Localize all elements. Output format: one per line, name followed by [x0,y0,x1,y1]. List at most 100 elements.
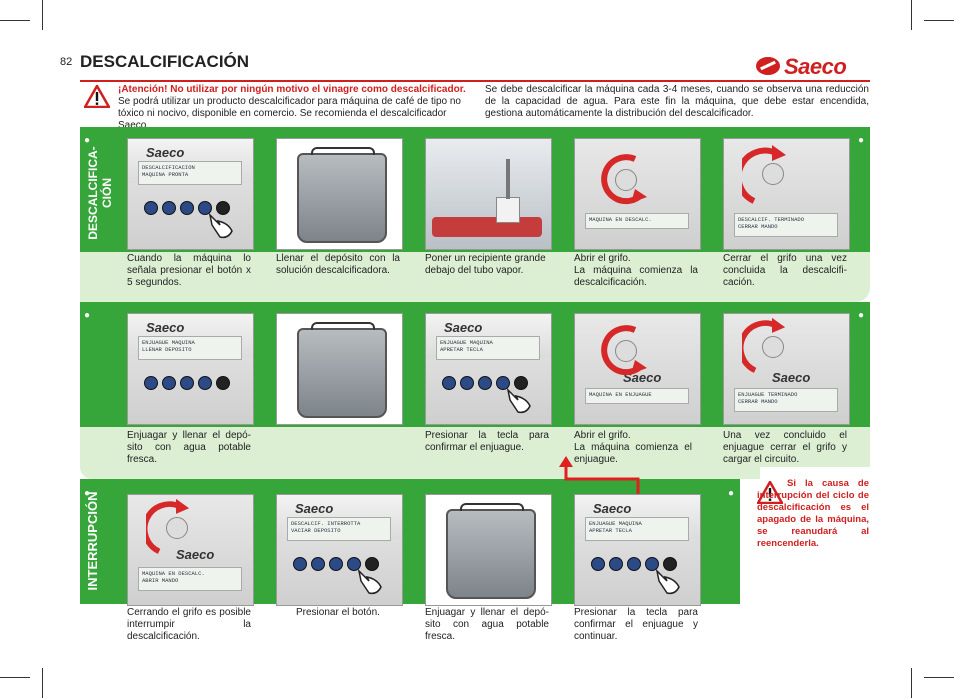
button-row [442,376,532,390]
lcd-line: APRETAR TECLA [440,346,483,353]
water-tank-icon [297,322,387,418]
lcd-line: APRETAR TECLA [589,527,632,534]
hand-press-icon [357,568,382,595]
step-caption: Cerrando el grifo es posible interrumpir… [127,607,251,642]
crop-mark [911,0,912,30]
header-rule [80,80,870,82]
knob-icon [762,163,784,185]
crop-mark [911,668,912,698]
step-caption: Abrir el grifo. La máquina comienza el e… [574,430,692,465]
warning-block: ¡Atención! No utilizar por ningún motivo… [118,84,466,132]
page-title: DESCALCIFICACIÓN [80,52,250,71]
lcd-display: DESCALCIF. INTERROTTA VACIAR DEPOSITO [287,517,391,541]
lcd-line: DESCALCIFICACION [142,164,195,171]
drip-tray-icon [432,217,542,237]
row-label-bar [80,127,122,252]
step-photo-water-tank [276,138,403,250]
step-caption: Cuando la máquina lo señala presionar el… [127,253,251,288]
step-photo-control-panel: Saeco ENJUAGUE MAQUINA LLENAR DEPOSITO [127,313,254,425]
crop-mark [42,668,43,698]
lcd-display: MAQUINA EN DESCALC. ABRIR MANDO [138,567,242,591]
button-row [144,201,234,215]
lcd-line: ENJUAGUE TERMINADO [738,391,798,398]
lcd-line: DESCALCIF. TERMINADO [738,216,805,223]
brand-mark: Saeco [146,320,185,335]
perforation-dot: ● [858,135,865,146]
lcd-display: ENJUAGUE TERMINADO CERRAR MANDO [734,388,838,412]
hand-press-icon [655,568,680,595]
lcd-line: ABRIR MANDO [142,577,179,584]
warning-body: Se podrá utilizar un producto descalcifi… [118,96,461,131]
step-photo-knob-open: MAQUINA EN DESCALC. [574,138,701,250]
step-photo-control-panel: Saeco ENJUAGUE MAQUINA APRETAR TECLA [574,494,701,606]
step-caption: Presionar el botón. [296,607,380,618]
button-row [591,557,681,571]
knob-icon [615,340,637,362]
brand-mark: Saeco [593,501,632,516]
hand-press-icon [506,387,531,414]
lcd-line: DESCALCIF. INTERROTTA [291,520,361,527]
warning-title: ¡Atención! No utilizar por ningún motivo… [118,84,466,95]
lcd-line: MAQUINA EN DESCALC. [142,570,205,577]
step-photo-control-panel: Saeco ENJUAGUE MAQUINA APRETAR TECLA [425,313,552,425]
rotate-clockwise-arrow-icon [742,145,786,204]
crop-mark [0,20,30,21]
knob-icon [166,517,188,539]
lcd-display: ENJUAGUE MAQUINA APRETAR TECLA [436,336,540,360]
knob-icon [762,336,784,358]
step-caption: Una vez concluido el enjuague cerrar el … [723,430,847,465]
step-photo-steam-cup [425,138,552,250]
ribbon-connector [80,288,870,302]
brand-mark: Saeco [295,501,334,516]
saeco-logo-mark [756,57,780,75]
step-photo-knob-close: Saeco ENJUAGUE TERMINADO CERRAR MANDO [723,313,850,425]
perforation-dot: ● [84,488,91,499]
lcd-line: CERRAR MANDO [738,223,778,230]
step-photo-knob-close: Saeco MAQUINA EN DESCALC. ABRIR MANDO [127,494,254,606]
lcd-display: MAQUINA EN ENJUAGUE [585,388,689,404]
hand-press-icon [208,212,233,239]
lcd-line: ENJUAGUE MAQUINA [589,520,642,527]
steam-wand-icon [506,159,510,199]
lcd-line: MAQUINA EN DESCALC. [589,216,652,223]
step-photo-water-tank [425,494,552,606]
row-label-descalcificacion: DESCALCIFICA- CIÓN [86,146,114,240]
brand-mark: Saeco [444,320,483,335]
perforation-dot: ● [84,135,91,146]
knob-icon [615,169,637,191]
row-label-interrupcion: INTERRUPCIÓN [85,491,100,591]
saeco-logo-text: Saeco [784,54,847,79]
rotate-clockwise-arrow-icon [742,317,786,373]
rotate-clockwise-arrow-icon [146,498,190,554]
page-number: 82 [60,56,73,68]
button-row [293,557,383,571]
step-caption: Poner un recipiente grande debajo del tu… [425,253,546,276]
step-caption: Enjuagar y llenar el depó-sito con agua … [425,607,549,642]
button-row [144,376,234,390]
perforation-dot: ● [728,488,735,499]
step-caption: Abrir el grifo. La máquina comienza la d… [574,253,698,288]
perforation-dot: ● [858,310,865,321]
interruption-note: Si la causa de interrupción del ciclo de… [757,478,869,549]
step-caption: Llenar el depósito con la solución desca… [276,253,400,276]
intro-text: Se debe descalcificar la máquina cada 3-… [485,84,869,119]
lcd-display: ENJUAGUE MAQUINA LLENAR DEPOSITO [138,336,242,360]
loop-back-arrow-icon [559,456,640,499]
caption-band [80,252,870,288]
brand-mark: Saeco [146,145,185,160]
step-photo-control-panel: Saeco DESCALCIF. INTERROTTA VACIAR DEPOS… [276,494,403,606]
cup-icon [496,197,520,223]
lcd-display: DESCALCIFICACION MAQUINA PRONTA [138,161,242,185]
caption-band [80,427,870,467]
lcd-line: MAQUINA EN ENJUAGUE [589,391,652,398]
lcd-line: LLENAR DEPOSITO [142,346,192,353]
step-photo-water-tank [276,313,403,425]
crop-mark [42,0,43,30]
ribbon-connector [80,467,760,479]
step-caption: Presionar la tecla para confirmar el enj… [425,430,549,453]
water-tank-icon [297,147,387,243]
rotate-counterclockwise-arrow-icon [601,325,647,376]
lcd-display: ENJUAGUE MAQUINA APRETAR TECLA [585,517,689,541]
step-photo-knob-close: DESCALCIF. TERMINADO CERRAR MANDO [723,138,850,250]
rotate-counterclockwise-arrow-icon [601,154,647,205]
